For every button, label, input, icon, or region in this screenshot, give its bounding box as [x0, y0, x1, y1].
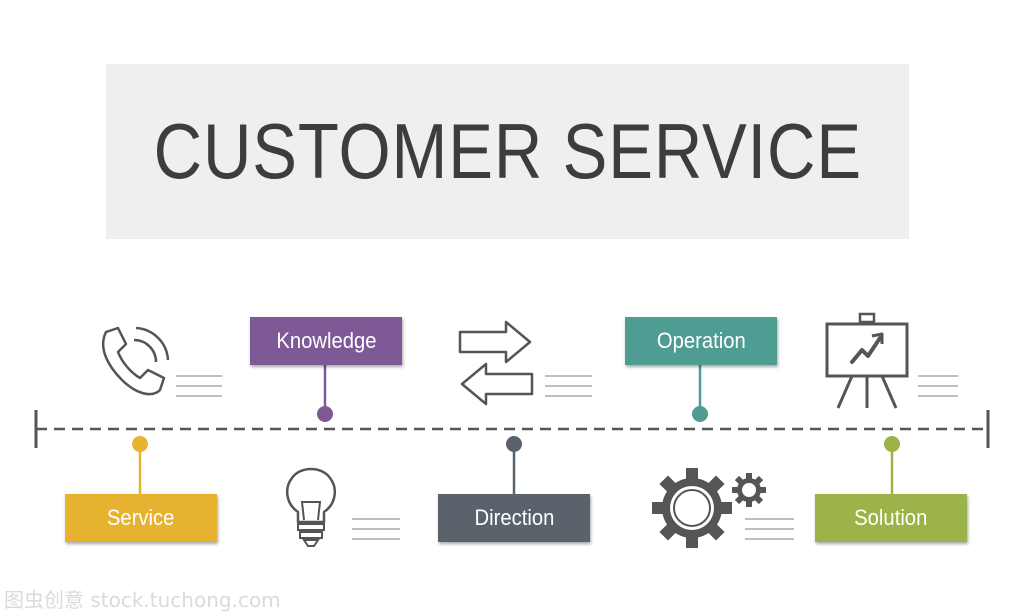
text-lines-5 — [918, 375, 958, 397]
text-lines-3 — [545, 375, 592, 397]
label-operation-text: Operation — [656, 328, 746, 353]
dot-operation — [692, 406, 708, 422]
label-knowledge: Knowledge — [250, 317, 402, 365]
label-direction: Direction — [438, 494, 590, 542]
label-solution-text: Solution — [854, 505, 928, 530]
lightbulb-icon — [285, 467, 337, 547]
text-lines-4 — [745, 518, 794, 540]
label-service: Service — [65, 494, 217, 542]
dot-knowledge — [317, 406, 333, 422]
label-direction-text: Direction — [474, 505, 554, 530]
label-knowledge-text: Knowledge — [275, 328, 377, 353]
dot-solution — [884, 436, 900, 452]
watermark: 图虫创意 stock.tuchong.com — [4, 588, 281, 612]
text-lines-2 — [352, 518, 400, 540]
presentation-board-icon — [825, 312, 909, 409]
dot-service — [132, 436, 148, 452]
text-lines-1 — [176, 375, 222, 397]
label-service-text: Service — [107, 505, 175, 530]
label-solution: Solution — [815, 494, 967, 542]
exchange-arrows-icon — [458, 320, 534, 406]
phone-icon — [101, 326, 170, 396]
dot-direction — [506, 436, 522, 452]
label-operation: Operation — [625, 317, 777, 365]
page-title: CUSTOMER SERVICE — [153, 107, 862, 195]
title-banner: CUSTOMER SERVICE — [106, 64, 909, 239]
gears-icon — [652, 468, 766, 548]
